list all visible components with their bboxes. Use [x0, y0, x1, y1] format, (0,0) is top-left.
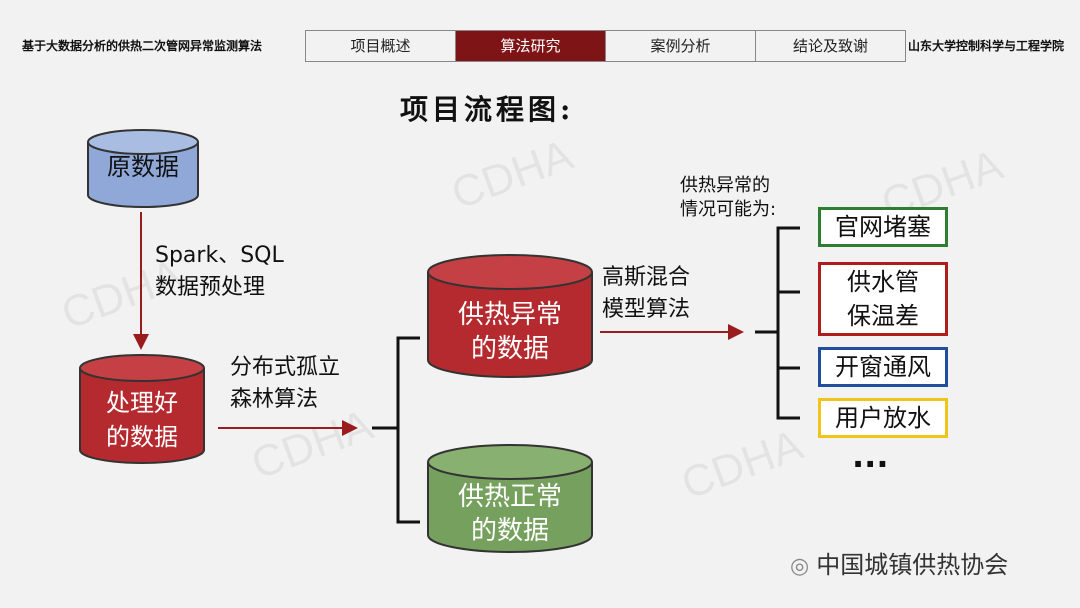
edge-gmm-label: 高斯混合模型算法: [602, 265, 691, 322]
cause-window-open: 开窗通风: [818, 347, 948, 387]
node-normal-label: 供热正常的数据: [457, 482, 562, 546]
bracket-causes: [755, 226, 800, 420]
tab-overview[interactable]: 项目概述: [306, 31, 456, 61]
cause-poor-insulation: 供水管保温差: [818, 262, 948, 336]
cause-user-drain: 用户放水: [818, 398, 948, 438]
cause-pipe-blockage: 官网堵塞: [818, 207, 948, 247]
node-abnormal-label: 供热异常的数据: [457, 300, 562, 364]
bracket-split: [372, 336, 420, 524]
tab-conclusion[interactable]: 结论及致谢: [792, 37, 868, 55]
footer-brand: ◎ 中国城镇供热协会: [790, 551, 1009, 579]
tab-algorithm[interactable]: 算法研究: [456, 31, 606, 61]
presentation-title: 基于大数据分析的供热二次管网异常监测算法: [22, 39, 263, 53]
ellipsis: ...: [852, 437, 889, 475]
cylinder-processed: [79, 354, 205, 464]
wechat-icon: ◎: [790, 554, 817, 579]
cylinder-abnormal: [427, 254, 593, 378]
cylinder-raw: [87, 129, 199, 208]
institution: 山东大学控制科学与工程学院: [908, 39, 1065, 53]
node-raw-label: 原数据: [107, 153, 179, 181]
edge-iforest-label: 分布式孤立森林算法: [230, 355, 341, 412]
tab-case[interactable]: 案例分析: [606, 31, 756, 61]
node-processed-label: 处理好的数据: [106, 389, 178, 451]
page-title: 项目流程图:: [400, 93, 575, 126]
causes-title: 供热异常的情况可能为:: [680, 175, 777, 220]
cylinder-normal: [427, 444, 593, 553]
nav-tabs: 项目概述 算法研究 案例分析 结论及致谢: [305, 30, 906, 62]
